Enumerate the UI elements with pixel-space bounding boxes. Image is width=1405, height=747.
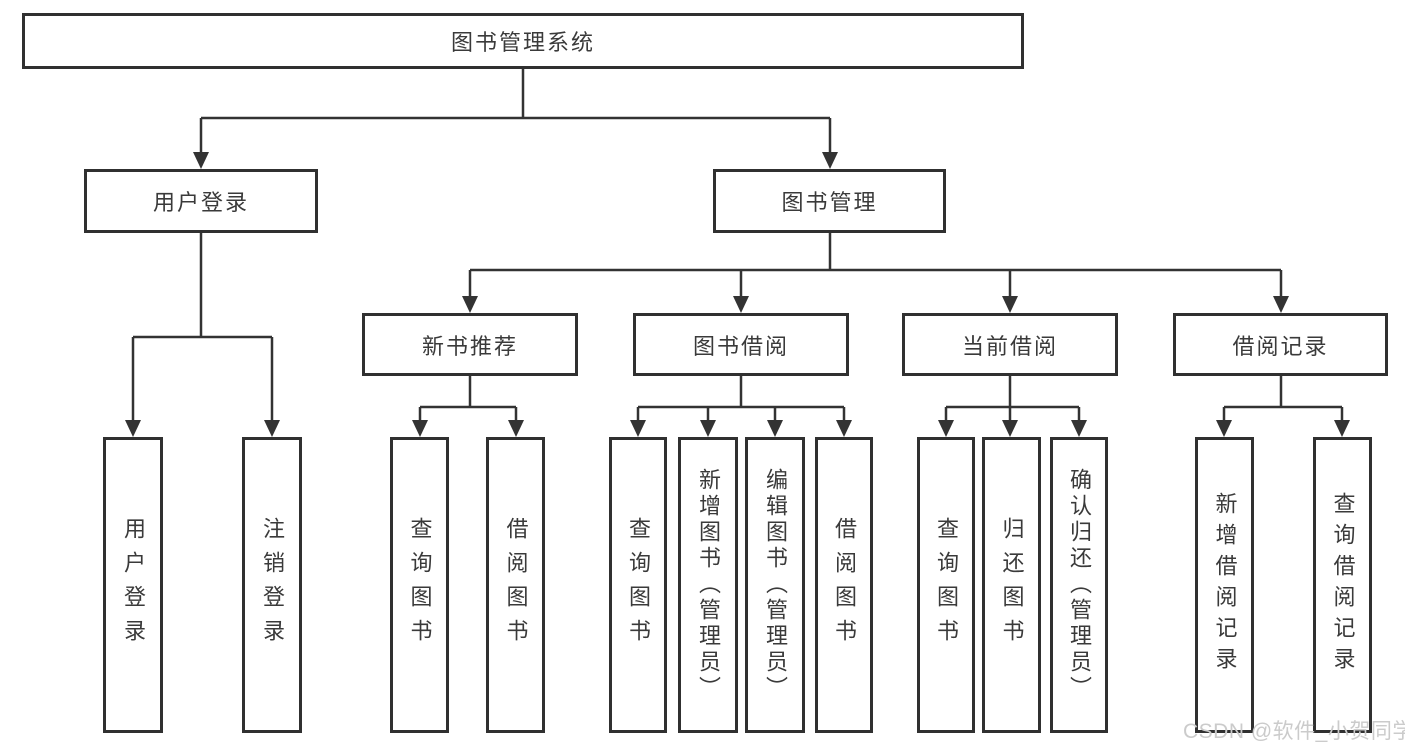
leaf-query-books-current: 查询图书 [917,437,975,733]
connector-paths [131,69,1344,426]
node-label: 用户登录 [152,190,249,215]
node-borrowing-records: 借阅记录 [1173,313,1388,376]
leaf-user-login: 用户登录 [103,437,163,733]
node-book-borrowing: 图书借阅 [633,313,849,376]
arrow-down-icon [1002,296,1018,313]
leaf-borrow-books-borrowing: 借阅图书 [815,437,873,733]
node-label: 借阅记录 [1232,333,1329,359]
node-label: 新书推荐 [421,333,518,359]
node-library-management-system: 图书管理系统 [22,13,1024,69]
arrow-down-icon [822,152,838,169]
arrowhead-icons [125,152,1350,437]
node-label: 查询图书 [407,517,433,653]
arrow-down-icon [462,296,478,313]
arrow-down-icon [938,420,954,437]
leaf-add-borrow-record: 新增借阅记录 [1195,437,1254,733]
arrow-down-icon [1334,420,1350,437]
node-label: 图书管理系统 [450,30,595,55]
watermark: CSDN @软件_小贺同学 [1183,720,1405,743]
node-label: 当前借阅 [961,333,1058,359]
arrow-down-icon [836,420,852,437]
node-label: 用户登录 [121,517,146,653]
node-label: 图书借阅 [692,333,789,359]
leaf-return-books: 归还图书 [982,437,1041,733]
node-label: 图书管理 [781,190,878,215]
node-label: 新增借阅记录 [1212,492,1238,678]
node-label: 查询图书 [626,517,651,653]
node-label: 查询图书 [934,517,959,653]
leaf-edit-books-admin: 编辑图书（管理员） [745,437,805,733]
leaf-borrow-books-recommend: 借阅图书 [486,437,545,733]
arrow-down-icon [508,420,524,437]
node-label: 编辑图书（管理员） [763,468,788,702]
node-new-book-recommendation: 新书推荐 [362,313,578,376]
arrow-down-icon [125,420,141,437]
leaf-query-books-recommend: 查询图书 [390,437,449,733]
node-label: 借阅图书 [832,517,857,653]
node-label: 查询借阅记录 [1330,492,1356,678]
arrow-down-icon [264,420,280,437]
leaf-query-books-borrowing: 查询图书 [609,437,667,733]
node-label: 注销登录 [260,517,285,653]
leaf-query-borrow-record: 查询借阅记录 [1313,437,1372,733]
node-book-management: 图书管理 [713,169,946,233]
leaf-confirm-return-admin: 确认归还（管理员） [1050,437,1108,733]
arrow-down-icon [1216,420,1232,437]
arrow-down-icon [412,420,428,437]
arrow-down-icon [733,296,749,313]
node-label: 新增图书（管理员） [696,468,721,702]
node-current-borrowing: 当前借阅 [902,313,1118,376]
node-label: 归还图书 [999,517,1025,653]
arrow-down-icon [1071,420,1087,437]
leaf-logout-login: 注销登录 [242,437,302,733]
arrow-down-icon [700,420,716,437]
leaf-add-books-admin: 新增图书（管理员） [678,437,738,733]
arrow-down-icon [1002,420,1018,437]
arrow-down-icon [1273,296,1289,313]
arrow-down-icon [630,420,646,437]
node-user-login: 用户登录 [84,169,318,233]
arrow-down-icon [193,152,209,169]
node-label: 确认归还（管理员） [1067,468,1092,702]
node-label: 借阅图书 [503,517,529,653]
arrow-down-icon [767,420,783,437]
